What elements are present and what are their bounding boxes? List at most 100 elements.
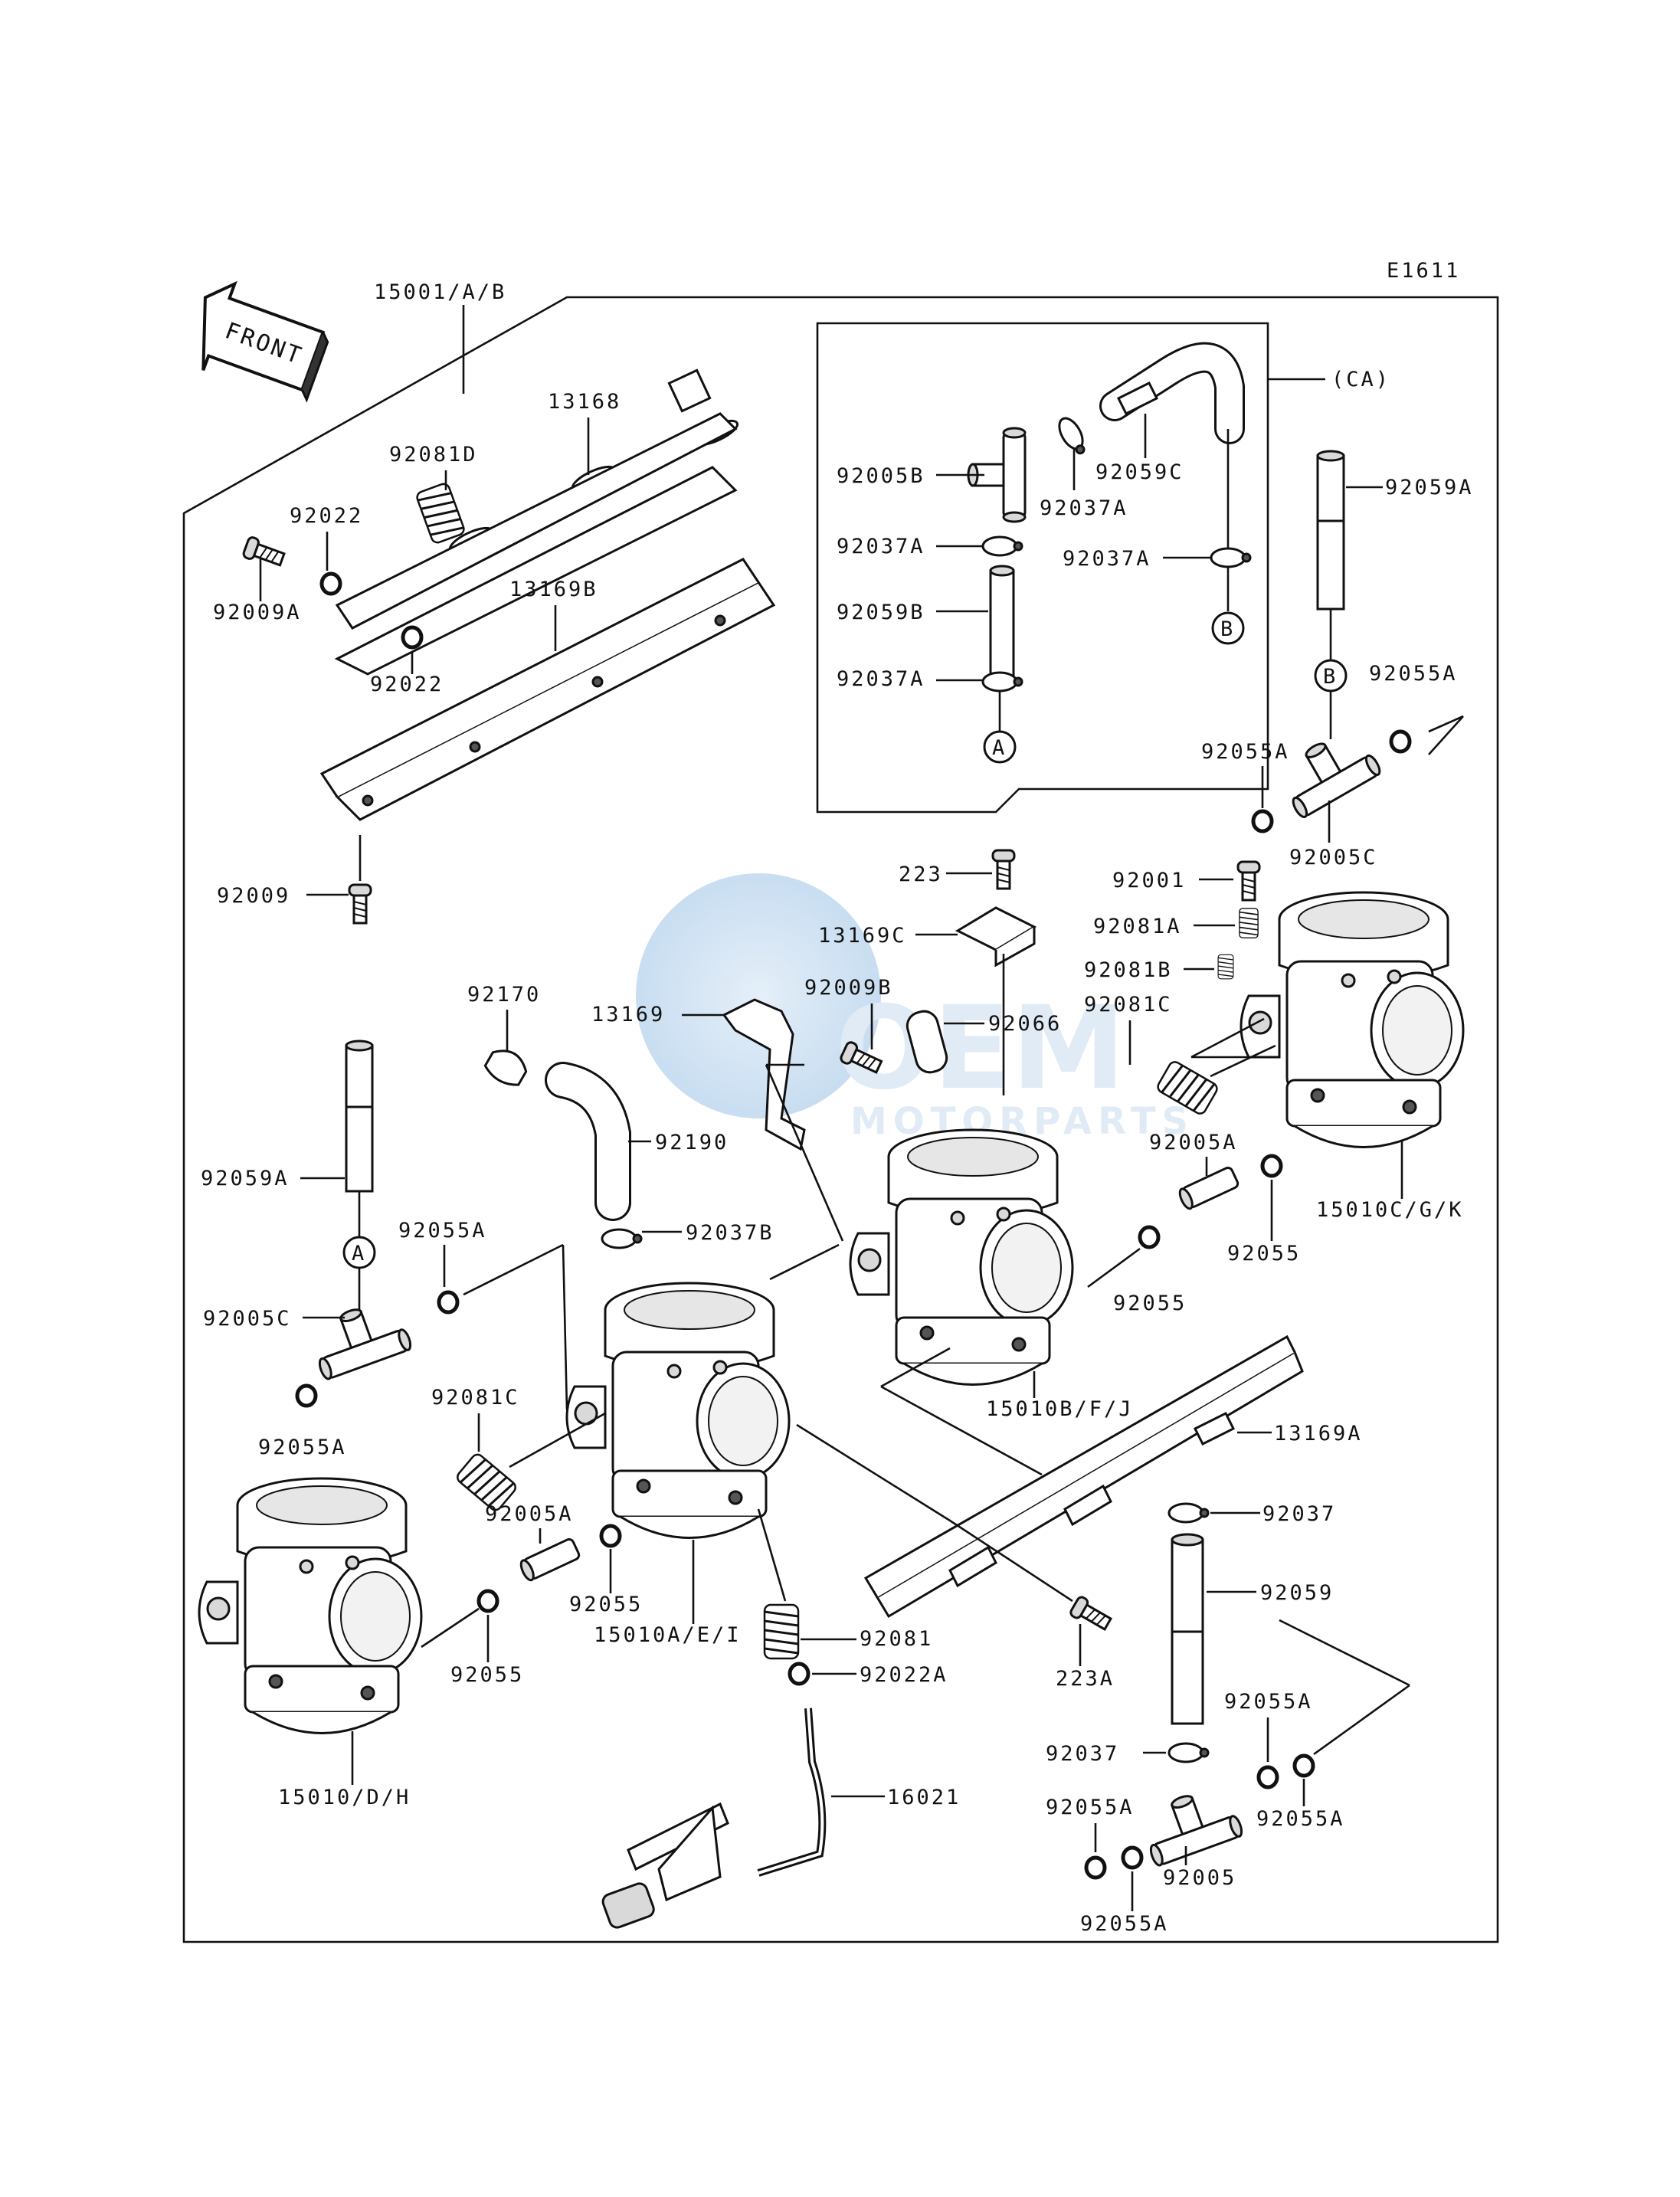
label-92081D: 92081D	[389, 443, 478, 467]
oring-92055A-b2	[1295, 1756, 1313, 1776]
label-92055A-b4: 92055A	[1080, 1912, 1169, 1936]
pipe-92005A-right	[1178, 1166, 1240, 1210]
label-92059A-left: 92059A	[201, 1167, 290, 1190]
bracket-13169C	[955, 906, 1037, 968]
plate-13169B	[319, 558, 776, 821]
label-92005C-right: 92005C	[1289, 846, 1378, 869]
carburetor-15010DH	[198, 1477, 423, 1734]
label-92022A: 92022A	[860, 1663, 948, 1687]
label-223: 223	[899, 863, 943, 886]
carburetor-15010CGK	[1240, 891, 1465, 1148]
oring-92055-center	[601, 1526, 620, 1546]
label-92055A-b3: 92055A	[1046, 1796, 1135, 1819]
label-92066: 92066	[988, 1012, 1062, 1036]
bracket-13169	[722, 998, 806, 1151]
marker-b-right-text: B	[1323, 665, 1338, 689]
kit-label: (CA)	[1331, 368, 1390, 391]
screw-92009A	[241, 535, 287, 571]
bracket-13168	[334, 368, 739, 676]
label-92005C-left: 92005C	[203, 1307, 292, 1331]
clip-92037B	[601, 1228, 643, 1249]
label-92059: 92059	[1260, 1581, 1334, 1605]
label-92059C: 92059C	[1095, 460, 1184, 484]
label-92001: 92001	[1112, 869, 1186, 892]
clip-92037-top	[1167, 1502, 1210, 1524]
label-92055A-r2: 92055A	[1201, 740, 1290, 764]
label-92055A-left1: 92055A	[398, 1219, 487, 1243]
label-13168: 13168	[548, 390, 621, 414]
label-92081: 92081	[860, 1627, 933, 1651]
diagram-code: E1611	[1387, 259, 1460, 283]
tee-92005C-right	[1272, 722, 1384, 820]
clip-92037A-4	[981, 671, 1023, 692]
label-92055A-r1: 92055A	[1369, 662, 1458, 686]
oring-92055-r	[1262, 1156, 1281, 1176]
label-92055A-b2: 92055A	[1256, 1807, 1345, 1831]
oring-92055-left	[479, 1591, 497, 1611]
label-15010CGK: 15010C/G/K	[1316, 1198, 1464, 1222]
oring-92055-mid	[1140, 1227, 1158, 1247]
marker-a-kit	[983, 730, 1017, 764]
label-92170: 92170	[467, 983, 541, 1007]
clip-92037A-1	[1053, 413, 1092, 459]
clamp-92170	[483, 1049, 528, 1086]
label-92190: 92190	[655, 1131, 729, 1154]
label-92081C-right: 92081C	[1084, 993, 1173, 1017]
oring-92055A-r1	[1391, 732, 1410, 751]
carburetor-15010AEI	[565, 1282, 791, 1539]
marker-a-left-text: A	[352, 1242, 366, 1265]
label-92009B: 92009B	[804, 976, 893, 1000]
label-16021: 16021	[887, 1786, 961, 1809]
label-92037A-3: 92037A	[1063, 547, 1151, 571]
label-92005A-right: 92005A	[1149, 1131, 1238, 1154]
assembly-frame	[182, 296, 1499, 1943]
hose-92059B	[989, 565, 1015, 679]
screw-92009	[348, 883, 372, 925]
pipe-92005A-left	[519, 1537, 581, 1582]
oring-92055A-left2	[297, 1386, 316, 1406]
oring-92055A-b1	[1259, 1767, 1277, 1787]
hose-92059A-right	[1316, 450, 1345, 611]
oring-92055A-r2	[1253, 811, 1272, 831]
label-92022-bot: 92022	[370, 673, 444, 696]
hose-92059C	[1099, 342, 1245, 444]
label-92037B: 92037B	[686, 1221, 775, 1245]
clip-92037A-3	[1210, 547, 1252, 568]
watermark-globe-icon	[636, 873, 881, 1118]
plate-13169A	[863, 1334, 1304, 1619]
label-92055-r: 92055	[1227, 1242, 1301, 1265]
label-92055-mid: 92055	[1113, 1292, 1187, 1315]
hose-92059A-left	[345, 1040, 374, 1193]
label-15001: 15001/A/B	[374, 280, 506, 304]
label-92022-top: 92022	[290, 504, 363, 528]
label-92081B: 92081B	[1084, 958, 1173, 982]
front-arrow-icon: FRONT	[201, 280, 329, 403]
label-92037A-4: 92037A	[837, 667, 925, 691]
cap-92066	[905, 1010, 948, 1074]
label-15010BFJ: 15010B/F/J	[986, 1397, 1134, 1421]
label-92037A-1: 92037A	[1040, 496, 1128, 520]
screw-92001	[1236, 860, 1261, 902]
label-15010DH: 15010/D/H	[278, 1786, 411, 1809]
label-13169: 13169	[591, 1003, 665, 1026]
clip-92037A-2	[981, 535, 1023, 557]
cable-16021	[601, 1708, 827, 1929]
hose-92059	[1171, 1533, 1204, 1725]
label-92037A-2: 92037A	[837, 535, 925, 558]
spring-92081	[763, 1603, 800, 1660]
label-92055A-b1: 92055A	[1224, 1690, 1313, 1714]
washer-92022-top	[322, 574, 340, 594]
marker-a-kit-text: A	[992, 736, 1007, 760]
label-92009A: 92009A	[213, 601, 302, 624]
label-13169B: 13169B	[509, 578, 598, 601]
label-92081C-left: 92081C	[431, 1386, 520, 1410]
label-92005A-left: 92005A	[485, 1502, 574, 1526]
kit-ca-box	[816, 322, 1269, 814]
label-92009: 92009	[217, 884, 290, 908]
label-92055-left: 92055	[450, 1663, 524, 1687]
oring-92055A-b4	[1123, 1848, 1141, 1868]
label-15010AEI: 15010A/E/I	[594, 1623, 742, 1647]
marker-b-kit	[1211, 611, 1245, 645]
